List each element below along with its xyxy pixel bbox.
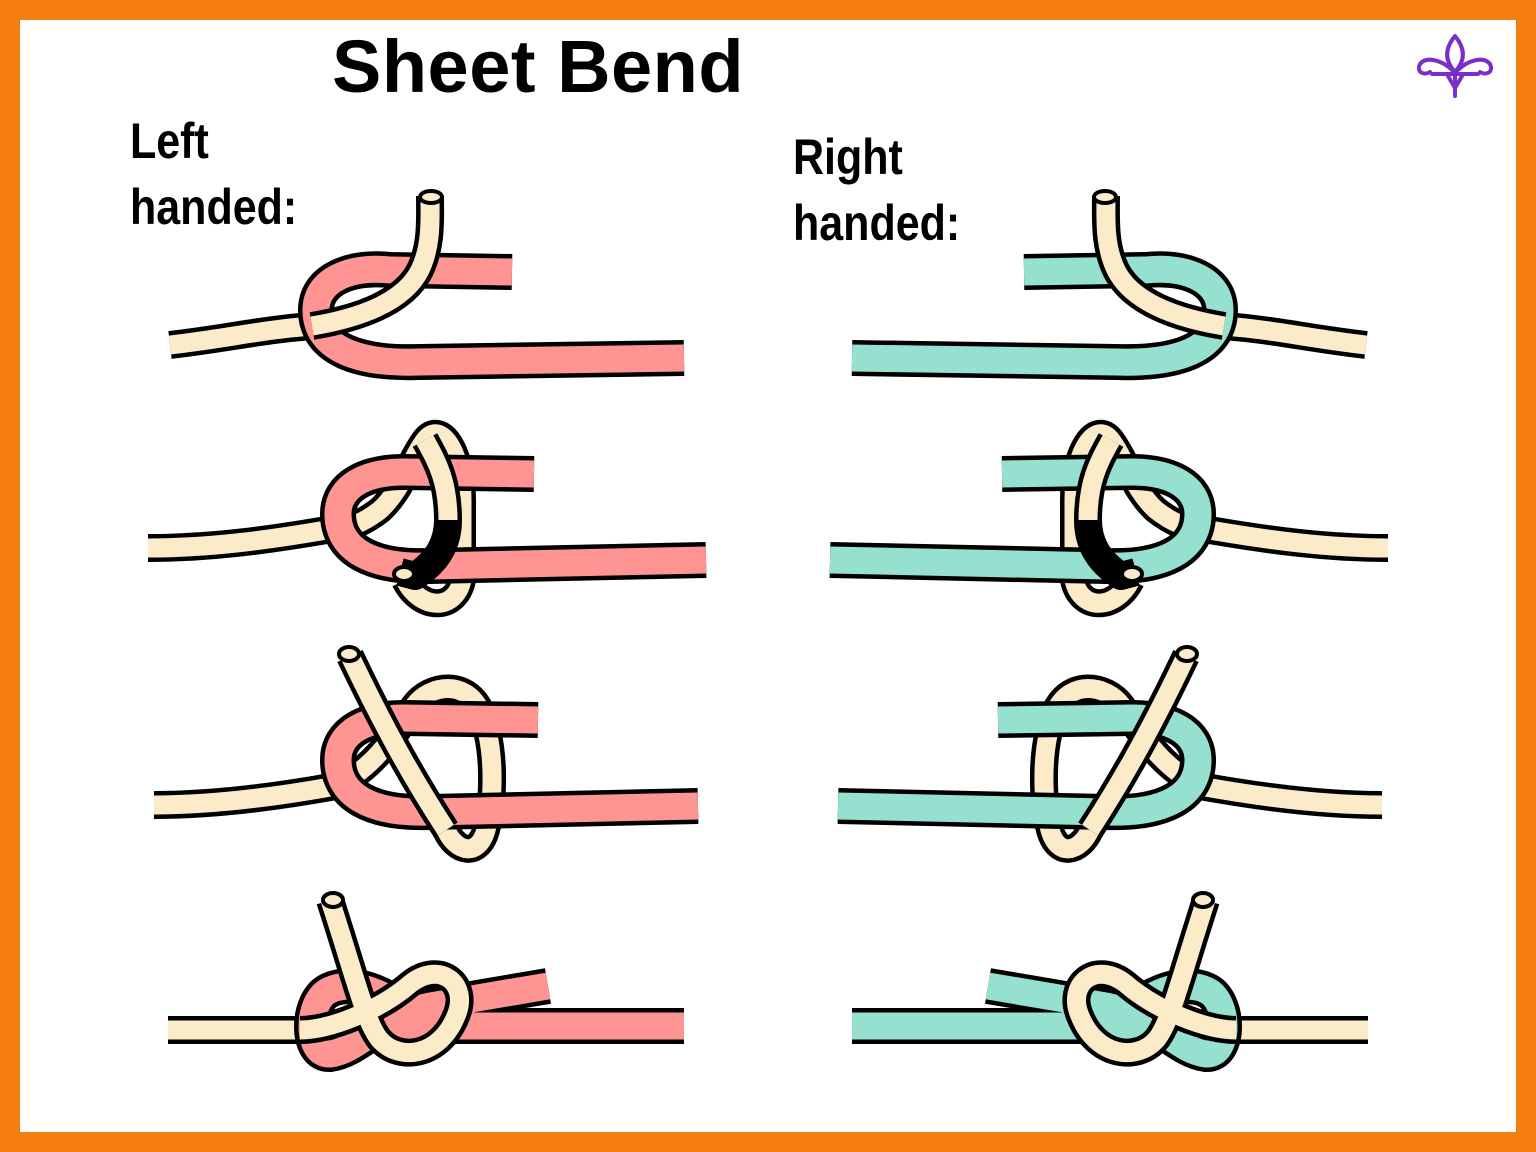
tan-rope-working-end (1062, 891, 1237, 1067)
left-knot-step-3 (153, 645, 699, 863)
right-knot-step-1 (851, 189, 1368, 381)
tan-rope-working-end (309, 189, 445, 340)
right-label-line2: handed: (793, 195, 961, 251)
tan-rope-working-end (1078, 645, 1199, 838)
tan-rope-standing (1222, 312, 1368, 359)
fleur-de-lis-icon (1417, 34, 1493, 98)
tan-rope-working-end (337, 645, 458, 838)
tan-rope-working-end (1091, 189, 1227, 340)
page-title: Sheet Bend (332, 25, 745, 108)
tan-rope-working-end (1074, 433, 1144, 590)
left-label-line2: handed: (130, 179, 298, 235)
tan-rope-loop-back (337, 419, 476, 618)
tan-rope-loop-back (1060, 419, 1199, 618)
tan-rope-standing (153, 772, 339, 819)
right-knot-step-4 (852, 891, 1368, 1072)
colored-rope-bight (298, 251, 685, 381)
tan-rope-standing (147, 514, 341, 562)
right-handed-knots (829, 189, 1389, 1072)
tan-rope-standing (1197, 772, 1383, 819)
tan-rope-working-end (392, 433, 462, 590)
colored-rope-bight (320, 454, 707, 585)
tan-rope-standing (168, 312, 314, 359)
left-handed-knots (147, 189, 707, 1072)
tan-rope-standing (1195, 514, 1389, 562)
left-knot-step-1 (168, 189, 685, 381)
tan-rope-working-end (299, 891, 474, 1067)
left-label-line1: Left (130, 113, 209, 169)
right-handed-label: Right handed: (793, 124, 960, 256)
left-knot-step-2 (147, 419, 707, 618)
colored-rope-bight (829, 454, 1216, 585)
right-knot-step-3 (837, 645, 1383, 863)
left-knot-step-4 (168, 891, 684, 1072)
colored-rope-bight (851, 251, 1238, 381)
left-handed-label: Left handed: (130, 108, 297, 240)
right-knot-step-2 (829, 419, 1389, 618)
right-label-line1: Right (793, 129, 903, 185)
